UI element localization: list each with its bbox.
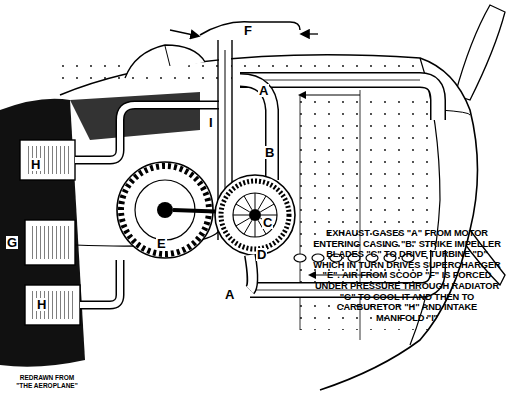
callout-letter: H [30,158,41,171]
callout-letter: E [156,237,167,250]
callout-letter: G [6,236,18,249]
turbine-spoke [260,204,274,212]
callout-letter: A [258,84,269,97]
exhaust-stub [294,254,306,262]
callout-letter: A [224,288,235,301]
turbine-spoke [244,220,252,234]
turbine-spoke [258,196,266,210]
turbine-spoke [255,221,256,237]
turbine-spoke [236,204,250,212]
callout-letter: B [264,146,275,159]
callout-letter: F [243,24,253,37]
turbine-spoke [255,193,256,209]
callout-letter: H [36,298,47,311]
turbine-spoke [233,215,249,216]
callout-letter: I [208,116,214,129]
source-credit: REDRAWN FROM "THE AEROPLANE" [12,374,82,390]
explanatory-caption: EXHAUST GASES "A" FROM MOTOR ENTERING CA… [312,228,502,323]
callout-letter: D [256,248,267,261]
turbine-spoke [236,218,250,226]
callout-letter: C [262,216,273,229]
turbine-spoke [244,196,252,210]
